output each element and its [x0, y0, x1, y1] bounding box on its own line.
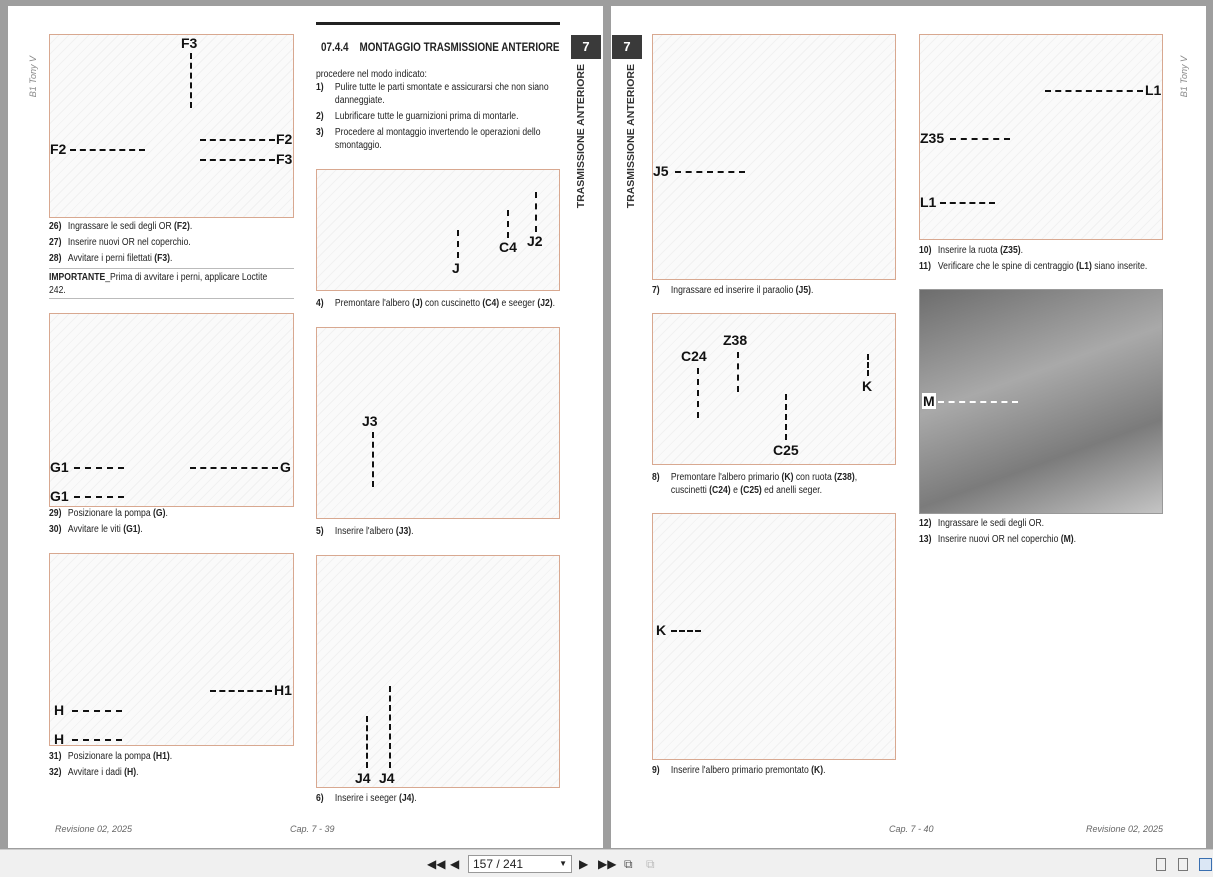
section-heading: 07.4.4 MONTAGGIO TRASMISSIONE ANTERIORE — [321, 42, 560, 54]
step-28: 28)Avvitare i perni filettati (F3). — [49, 253, 173, 264]
footer-revision: Revisione 02, 2025 — [1086, 824, 1164, 834]
footer-page-number: Cap. 7 - 39 — [290, 824, 335, 834]
figure-j5: J5 — [652, 34, 896, 280]
continuous-view-icon[interactable] — [1178, 858, 1188, 871]
figure-j3: J3 — [316, 327, 560, 519]
forward-view-icon[interactable]: ⧉ — [646, 857, 655, 871]
label-h1: H1 — [274, 682, 292, 698]
step-10: 10)Inserire la ruota (Z35). — [919, 245, 1024, 256]
label-z35: Z35 — [920, 130, 945, 146]
step-27: 27)Inserire nuovi OR nel coperchio. — [49, 237, 191, 248]
label-m: M — [922, 393, 936, 409]
figure-j: C4 J2 J — [316, 169, 560, 291]
step-9: 9)Inserire l'albero primario premontato … — [652, 765, 826, 776]
side-label: B1 Tony V — [28, 56, 38, 98]
label-j4: J4 — [379, 770, 395, 786]
next-page-icon[interactable]: ▶ — [579, 857, 589, 871]
label-k: K — [656, 622, 667, 638]
step-8: 8)Premontare l'albero primario (K) con r… — [652, 472, 858, 496]
chapter-title: TRASMISSIONE ANTERIORE — [575, 64, 587, 209]
intro-text: procedere nel modo indicato: — [316, 69, 427, 80]
label-j: J — [452, 260, 460, 276]
viewer-toolbar: ◀◀ ◀ 157 / 241▼ ▶ ▶▶ ⧉ ⧉ — [0, 849, 1213, 877]
back-view-icon[interactable]: ⧉ — [624, 857, 633, 871]
step-32: 32)Avvitare i dadi (H). — [49, 767, 139, 778]
chapter-title: TRASMISSIONE ANTERIORE — [625, 64, 637, 209]
figure-k2: K — [652, 513, 896, 760]
label-h: H — [54, 702, 65, 718]
label-c24: C24 — [681, 348, 707, 364]
label-f2: F2 — [276, 131, 293, 147]
label-j4: J4 — [355, 770, 371, 786]
footer-revision: Revisione 02, 2025 — [55, 824, 133, 834]
first-page-icon[interactable]: ◀◀ — [427, 857, 446, 871]
step-7: 7)Ingrassare ed inserire il paraolio (J5… — [652, 285, 814, 296]
side-label: B1 Tony V — [1179, 56, 1189, 98]
label-c25: C25 — [773, 442, 799, 458]
label-f3: F3 — [276, 151, 293, 167]
step-12: 12)Ingrassare le sedi degli OR. — [919, 518, 1045, 529]
label-l1: L1 — [920, 194, 937, 210]
figure-l: L1 Z35 L1 — [919, 34, 1163, 240]
label-g1: G1 — [50, 459, 69, 475]
figure-g: G1 G G1 — [49, 313, 294, 507]
label-g: G — [280, 459, 291, 475]
label-f2: F2 — [50, 141, 67, 157]
single-page-view-icon[interactable] — [1156, 858, 1166, 871]
step-5: 5)Inserire l'albero (J3). — [316, 526, 414, 537]
step-31: 31)Posizionare la pompa (H1). — [49, 751, 173, 762]
step-30: 30)Avvitare le viti (G1). — [49, 524, 143, 535]
important-note: IMPORTANTE_Prima di avvitare i perni, ap… — [49, 272, 268, 296]
label-z38: Z38 — [723, 332, 748, 348]
two-page-view-icon[interactable] — [1199, 858, 1212, 871]
chapter-tab: 7 — [571, 35, 601, 59]
intro-step-2: 2)Lubrificare tutte le guarnizioni prima… — [316, 111, 519, 122]
figure-h: H1 H H — [49, 553, 294, 747]
label-j5: J5 — [653, 163, 669, 179]
chapter-tab: 7 — [612, 35, 642, 59]
step-6: 6)Inserire i seeger (J4). — [316, 793, 417, 804]
photo-m: M — [919, 289, 1163, 514]
label-f3: F3 — [181, 35, 198, 51]
left-page: B1 Tony V F3 F2 F2 F3 26)Ingrassare le s… — [8, 6, 603, 848]
step-11: 11)Verificare che le spine di centraggio… — [919, 261, 1148, 272]
label-h: H — [54, 731, 65, 747]
step-26: 26)Ingrassare le sedi degli OR (F2). — [49, 221, 193, 232]
prev-page-icon[interactable]: ◀ — [450, 857, 460, 871]
label-j3: J3 — [362, 413, 378, 429]
label-j2: J2 — [527, 233, 543, 249]
step-29: 29)Posizionare la pompa (G). — [49, 508, 168, 519]
page-number-input[interactable]: 157 / 241▼ — [468, 855, 572, 873]
right-page: 7 TRASMISSIONE ANTERIORE B1 Tony V J5 7)… — [611, 6, 1206, 848]
step-13: 13)Inserire nuovi OR nel coperchio (M). — [919, 534, 1077, 545]
figure-k: Z38 C24 K C25 — [652, 313, 896, 465]
step-4: 4)Premontare l'albero (J) con cuscinetto… — [316, 298, 556, 309]
label-c4: C4 — [499, 239, 517, 255]
label-l1: L1 — [1145, 82, 1162, 98]
last-page-icon[interactable]: ▶▶ — [598, 857, 617, 871]
intro-step-1: 1)Pulire tutte le parti smontate e assic… — [316, 82, 549, 106]
footer-page-number: Cap. 7 - 40 — [889, 824, 934, 834]
label-k: K — [862, 378, 873, 394]
intro-step-3: 3)Procedere al montaggio invertendo le o… — [316, 127, 541, 151]
chevron-down-icon[interactable]: ▼ — [559, 859, 567, 868]
label-g1: G1 — [50, 488, 69, 504]
figure-j4: J4 J4 — [316, 555, 560, 788]
figure-f: F3 F2 F2 F3 — [49, 34, 294, 218]
